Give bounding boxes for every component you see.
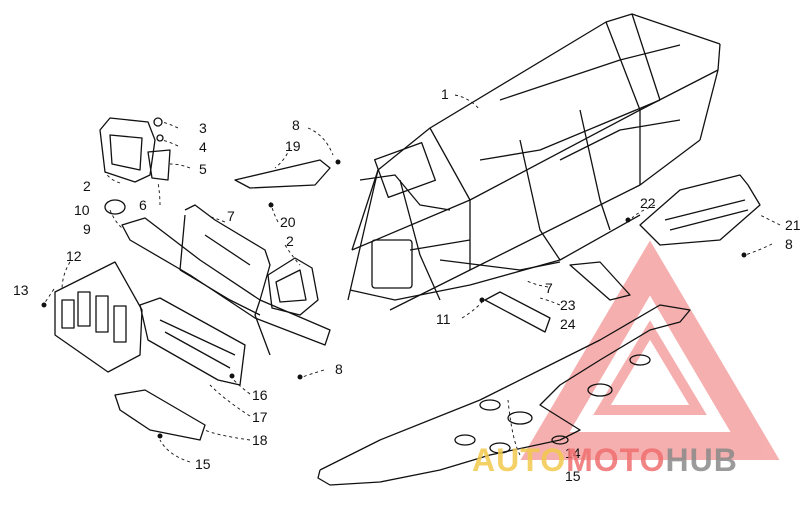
watermark-moto: MOTO xyxy=(566,442,666,478)
watermark-logo: AUTOMOTOHUB xyxy=(472,442,738,479)
callout-13: 13 xyxy=(13,282,29,298)
callout-9: 9 xyxy=(83,221,91,237)
callout-14: 14 xyxy=(565,445,581,461)
headlight-center xyxy=(267,257,319,316)
callout-19: 19 xyxy=(285,138,301,154)
brace-19 xyxy=(234,159,331,189)
callout-6: 6 xyxy=(139,197,147,213)
footrest-right xyxy=(639,174,761,246)
callout-15-left: 15 xyxy=(195,456,211,472)
bracket-5 xyxy=(147,149,171,181)
callout-8-bottom: 8 xyxy=(335,361,343,377)
callout-4: 4 xyxy=(199,139,207,155)
watermark-triangle xyxy=(520,240,780,460)
callout-7-left: 7 xyxy=(227,208,235,224)
callout-17: 17 xyxy=(252,409,268,425)
watermark-auto: AUTO xyxy=(472,442,567,478)
callout-7-right: 7 xyxy=(545,280,553,296)
headlight-top xyxy=(99,117,156,183)
footrest-left xyxy=(484,291,551,333)
main-frame xyxy=(347,13,721,311)
callout-8-top: 8 xyxy=(292,117,300,133)
callout-11: 11 xyxy=(436,311,451,327)
leader-lines xyxy=(43,94,781,463)
callout-1: 1 xyxy=(441,86,449,102)
callout-5: 5 xyxy=(199,161,207,177)
callout-15-right: 15 xyxy=(565,468,581,484)
watermark-hub: HUB xyxy=(665,442,738,478)
fastener-dots xyxy=(41,159,747,439)
callout-18: 18 xyxy=(252,432,268,448)
callout-22: 22 xyxy=(640,195,656,211)
callout-8-right: 8 xyxy=(785,236,793,252)
callout-24: 24 xyxy=(560,316,576,332)
grille-panel xyxy=(54,261,143,373)
washer-4 xyxy=(156,134,164,142)
callout-12: 12 xyxy=(66,248,82,264)
callout-23: 23 xyxy=(560,297,576,313)
callout-2-center: 2 xyxy=(286,233,294,249)
bumper-bracket xyxy=(179,204,271,356)
bumper-tube xyxy=(104,199,331,346)
lower-guard xyxy=(139,297,246,386)
bolt-3 xyxy=(153,117,163,127)
callout-21: 21 xyxy=(785,217,800,233)
lower-plate-18 xyxy=(114,389,206,441)
footrest-mid xyxy=(569,261,631,301)
skid-plate xyxy=(317,304,691,486)
callout-10: 10 xyxy=(74,202,90,218)
callout-16: 16 xyxy=(252,387,268,403)
callout-2-top: 2 xyxy=(83,178,91,194)
callout-3: 3 xyxy=(199,120,207,136)
callout-20: 20 xyxy=(280,214,296,230)
